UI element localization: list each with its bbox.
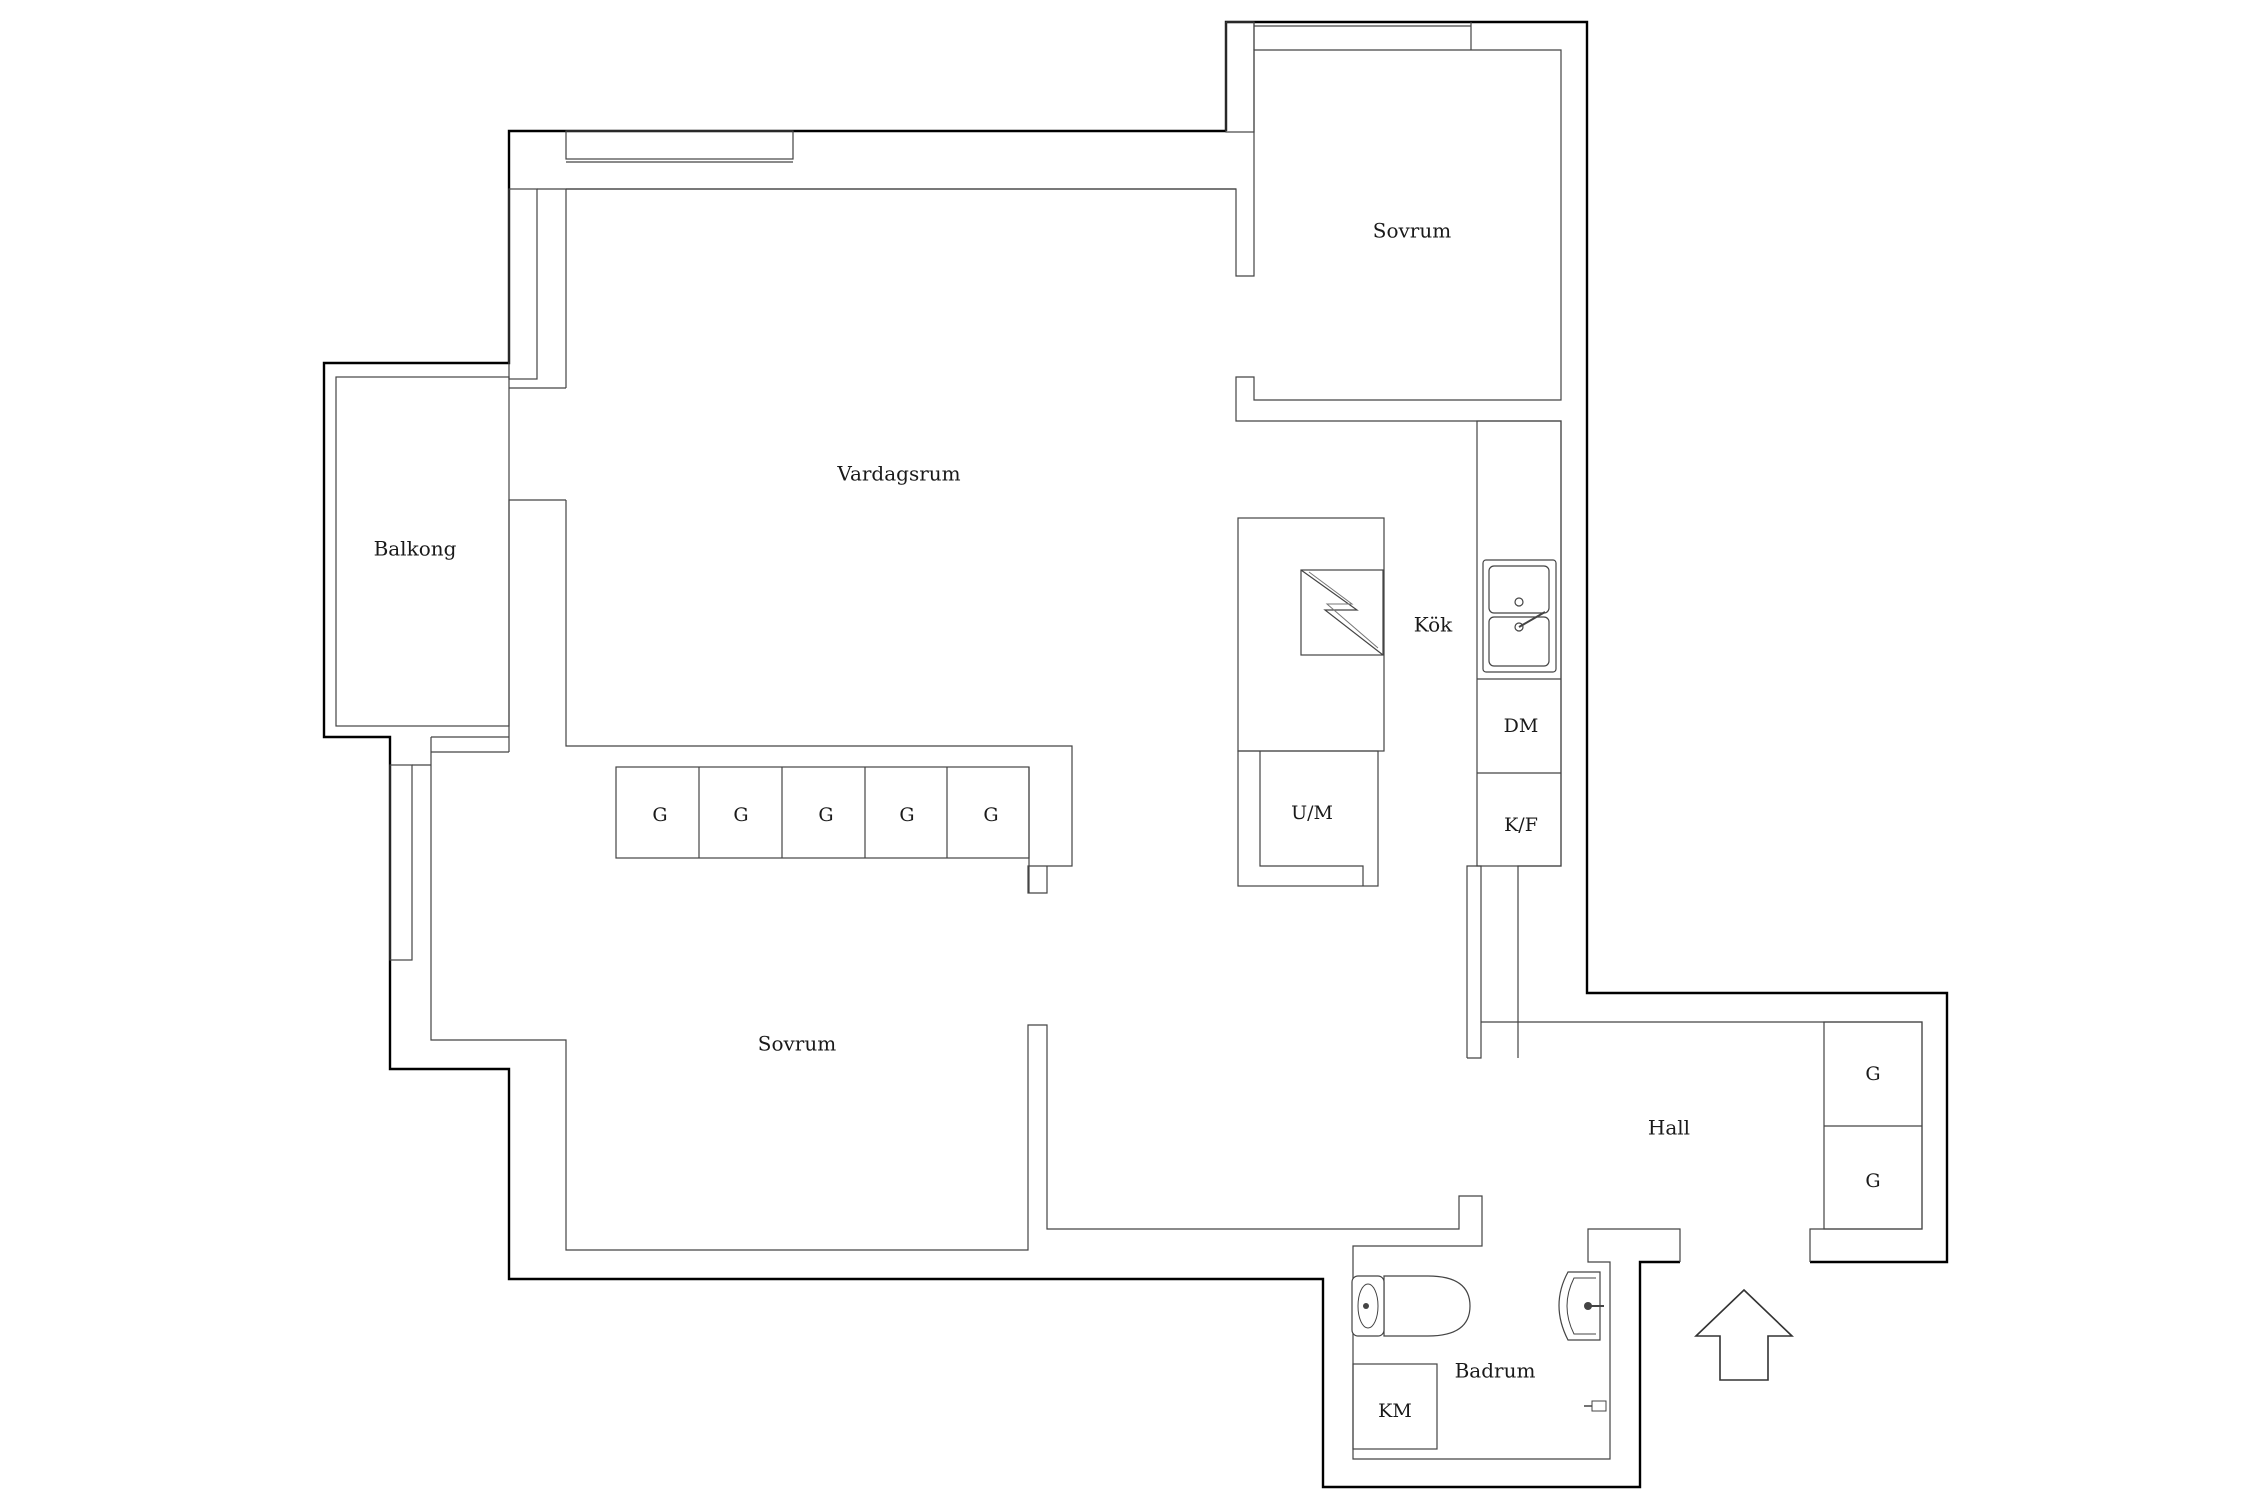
wardrobe-label: G — [983, 804, 998, 826]
wardrobes-living — [615, 766, 1030, 893]
wardrobe-label: G — [899, 804, 914, 826]
label-kitchen: Kök — [1414, 613, 1453, 637]
wardrobe-label: G — [652, 804, 667, 826]
label-bathroom: Badrum — [1455, 1359, 1536, 1383]
toilet-icon — [1351, 1275, 1471, 1337]
entrance-arrow-icon — [1694, 1288, 1794, 1381]
window-living-top — [565, 130, 794, 160]
wardrobe-label: G — [1865, 1170, 1880, 1192]
label-balcony: Balkong — [374, 537, 457, 561]
label-washing-machine: KM — [1378, 1400, 1412, 1422]
bathroom-fixtures — [1351, 1271, 1607, 1450]
label-living-room: Vardagsrum — [836, 462, 960, 486]
window-living-left — [508, 188, 538, 380]
wardrobe-label: G — [733, 804, 748, 826]
wardrobes-hall — [1823, 1021, 1923, 1230]
oven-microwave-unit — [1237, 750, 1379, 887]
kitchen-counter — [1476, 420, 1562, 867]
label-bedroom-top: Sovrum — [1373, 219, 1451, 243]
window-bedroom-bottom — [389, 764, 413, 961]
label-dishwasher: DM — [1504, 715, 1539, 737]
kitchen-fixtures — [1237, 420, 1562, 887]
kitchen-sink-icon — [1482, 559, 1557, 673]
stove-icon — [1300, 569, 1384, 656]
label-fridge-freezer: K/F — [1504, 814, 1538, 836]
room-labels: Sovrum Vardagsrum Balkong Kök Sovrum Hal… — [374, 219, 1691, 1383]
window-bedroom-top — [1225, 21, 1255, 133]
fixture-labels: G G G G G G G DM K/F U/M KM — [652, 715, 1880, 1422]
wardrobe-label: G — [1865, 1063, 1880, 1085]
label-hall: Hall — [1648, 1116, 1690, 1140]
interior-walls — [430, 49, 1923, 1460]
label-bedroom-bottom: Sovrum — [758, 1032, 836, 1056]
washing-machine — [1352, 1363, 1438, 1450]
outer-walls — [322, 20, 1949, 1489]
wardrobe-label: G — [818, 804, 833, 826]
label-oven-microwave: U/M — [1291, 802, 1333, 824]
tap-icon — [1584, 1400, 1607, 1412]
washbasin-icon — [1558, 1271, 1604, 1341]
outer-wall-left — [322, 129, 1680, 1489]
